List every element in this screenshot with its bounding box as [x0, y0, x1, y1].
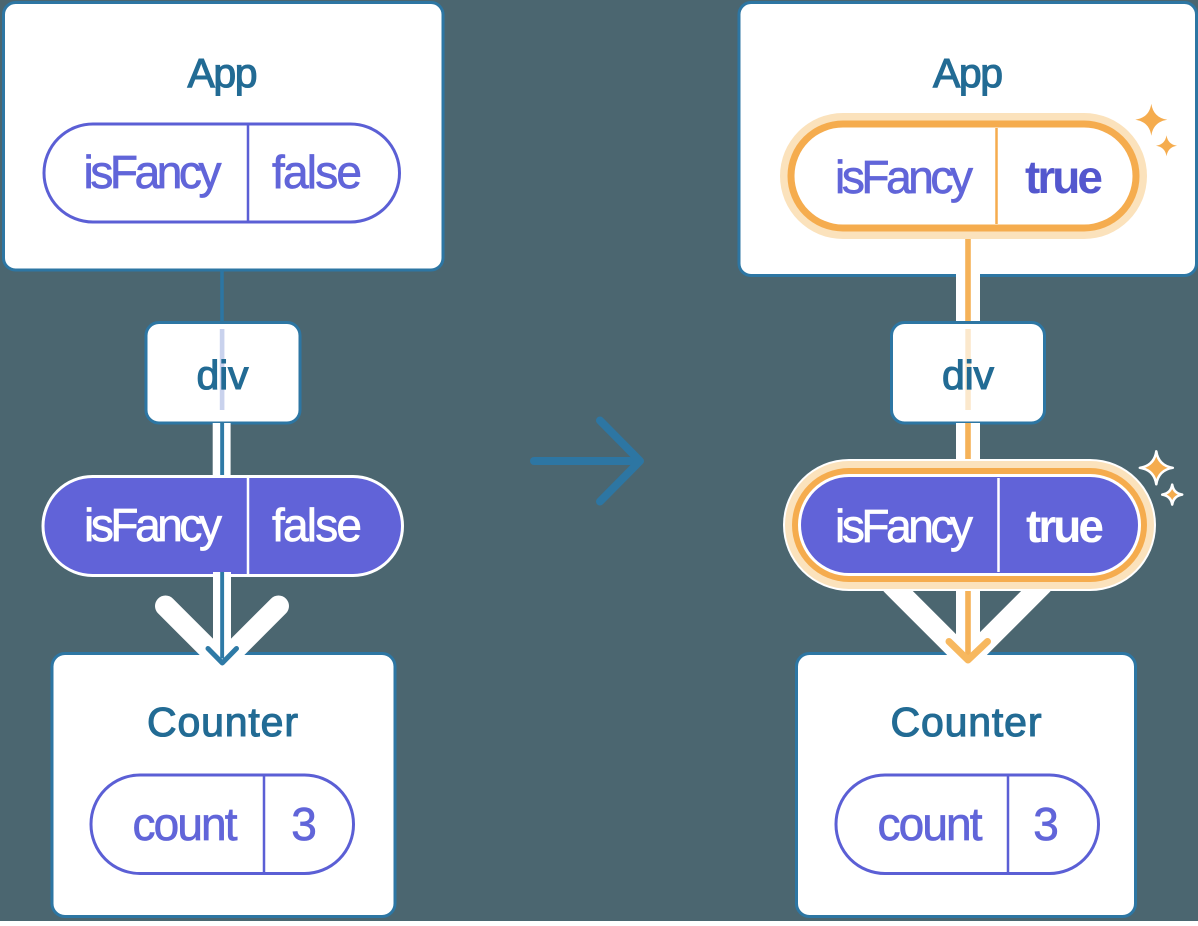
svg-text:App: App — [933, 50, 1003, 96]
svg-text:count: count — [878, 798, 983, 850]
svg-text:isFancy: isFancy — [84, 146, 222, 198]
svg-text:false: false — [272, 499, 362, 551]
svg-text:Counter: Counter — [891, 699, 1042, 745]
svg-text:false: false — [272, 146, 362, 198]
svg-text:true: true — [1026, 500, 1104, 552]
svg-text:3: 3 — [1033, 798, 1059, 850]
svg-text:Counter: Counter — [147, 699, 298, 745]
svg-text:true: true — [1025, 151, 1103, 203]
svg-text:div: div — [197, 352, 250, 398]
svg-text:isFancy: isFancy — [835, 151, 973, 203]
svg-text:3: 3 — [291, 798, 317, 850]
svg-text:isFancy: isFancy — [835, 500, 973, 552]
svg-text:App: App — [188, 50, 258, 96]
svg-text:count: count — [133, 798, 238, 850]
svg-text:div: div — [942, 352, 995, 398]
svg-text:isFancy: isFancy — [84, 499, 222, 551]
